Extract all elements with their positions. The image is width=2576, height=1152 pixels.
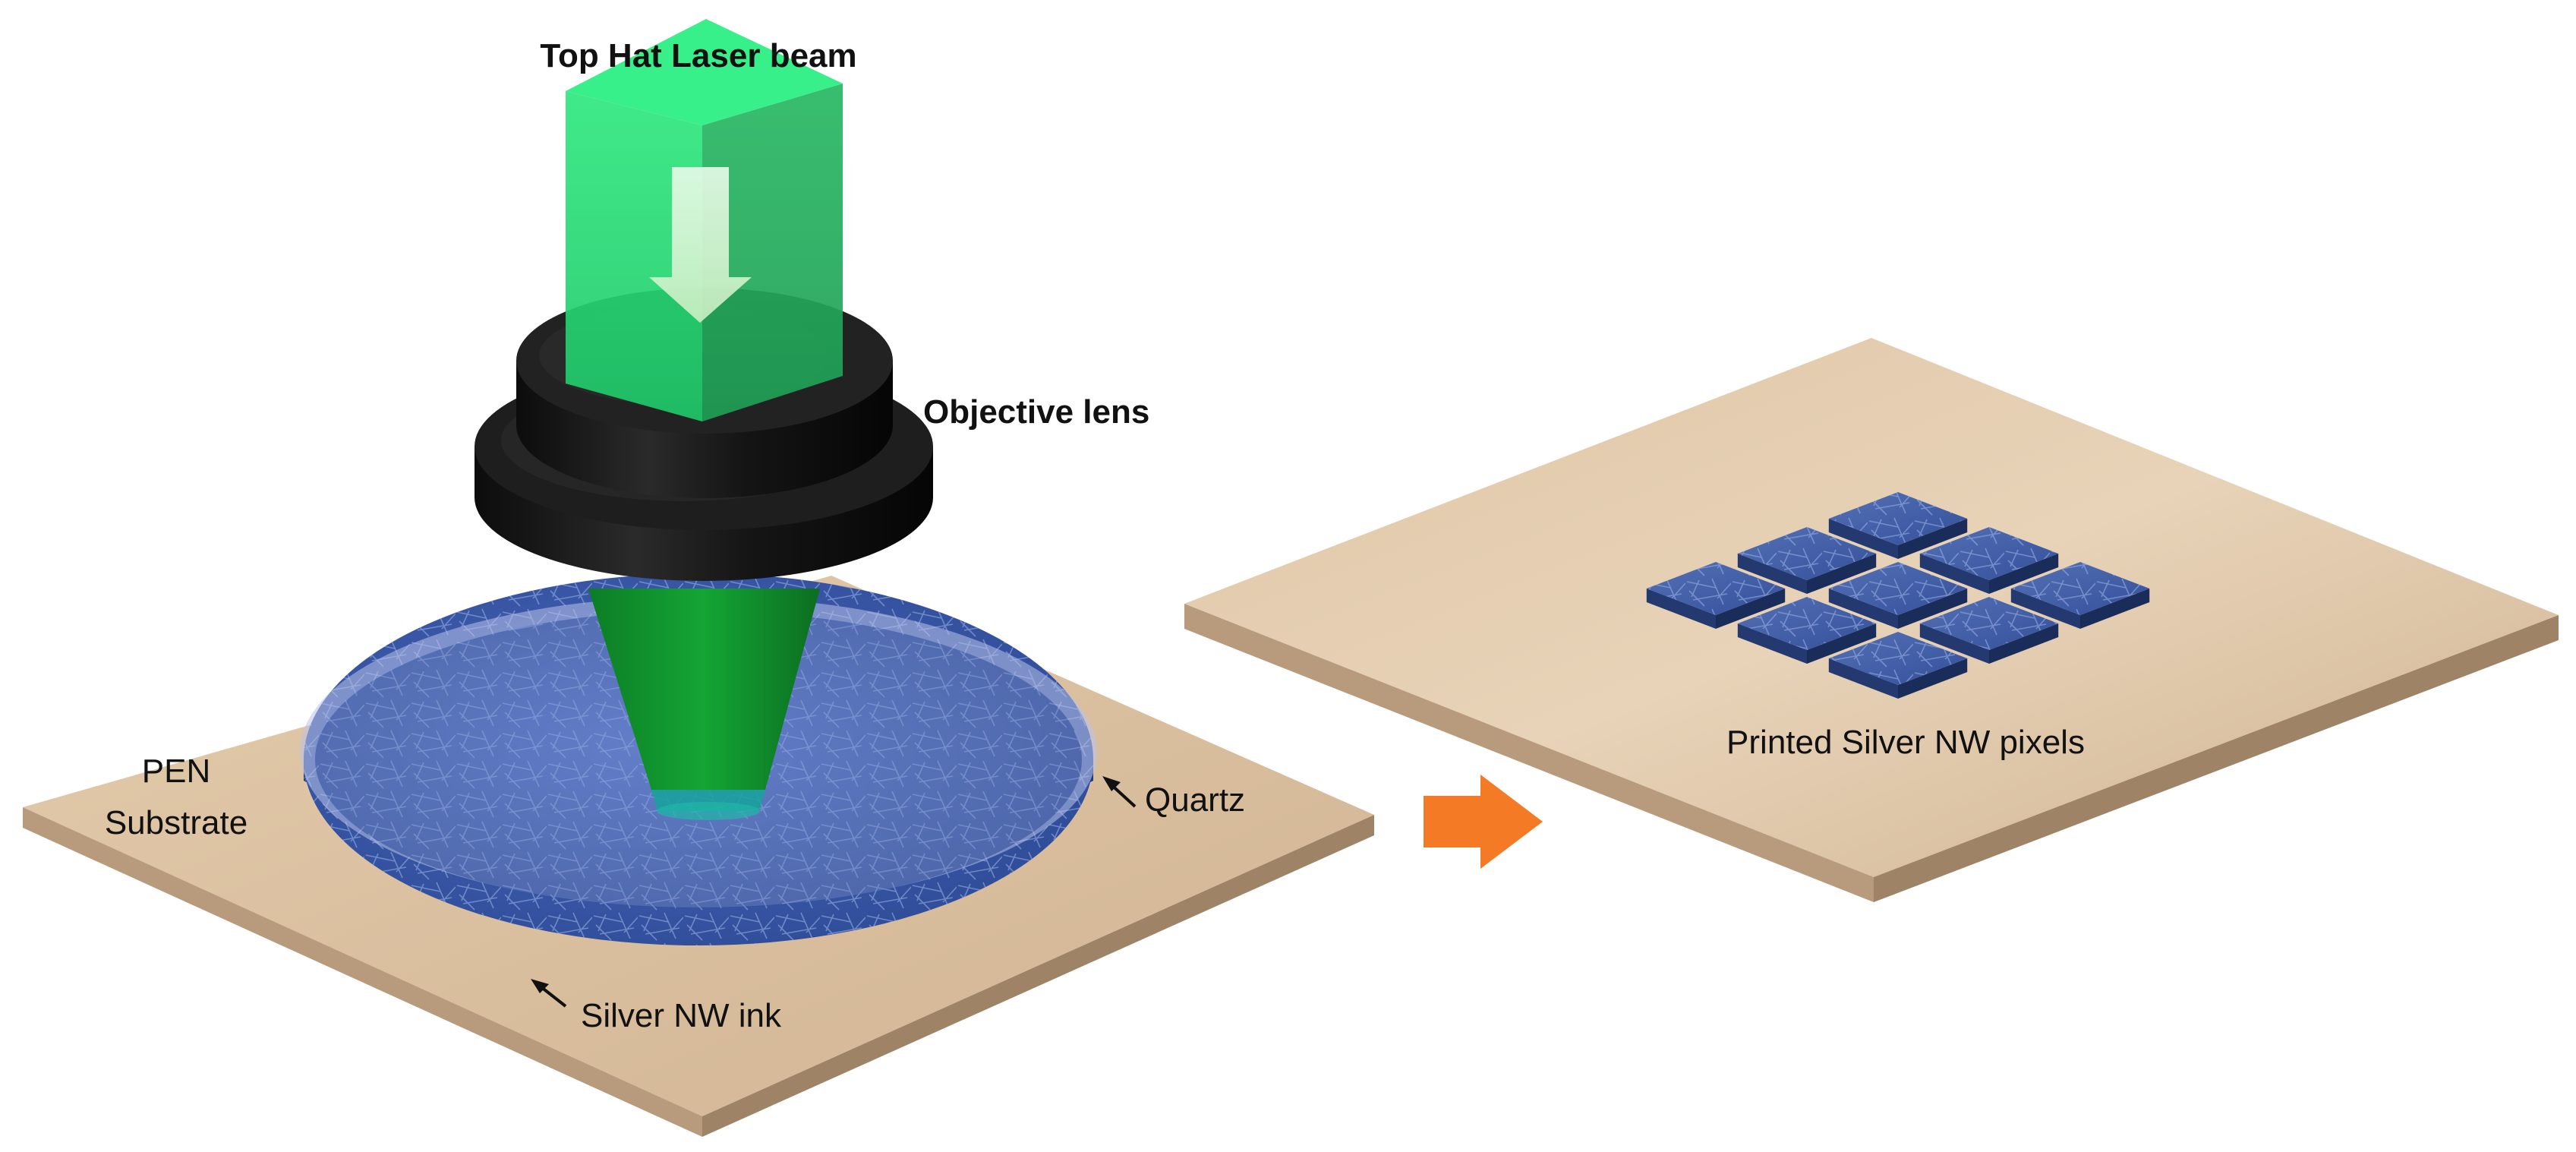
pixel-side-right: [1898, 519, 1968, 559]
right-pen-substrate: [1184, 338, 2559, 902]
pixel-side-left: [1828, 589, 1898, 629]
laser-beam-label: Top Hat Laser beam: [540, 37, 856, 74]
printed-pixel-grid: [1646, 492, 2150, 699]
printed-pixels-label: Printed Silver NW pixels: [1726, 724, 2085, 761]
printed-pixel: [1737, 597, 1877, 664]
quartz-label: Quartz: [1145, 781, 1245, 819]
pixel-nanowire-texture: [1737, 597, 1877, 650]
printed-pixel: [1828, 492, 1968, 559]
left-substrate-right-edge: [702, 815, 1374, 1137]
pixel-side-left: [1828, 519, 1898, 559]
focused-laser-cone: [588, 589, 820, 820]
pixel-side-left: [1828, 658, 1898, 699]
laser-spot-base: [657, 802, 760, 820]
pixel-nanowire-texture: [2010, 562, 2150, 615]
pixel-nanowire-texture: [1919, 597, 2059, 650]
pixel-nanowire-texture: [1919, 527, 2059, 580]
pixel-side-left: [1737, 623, 1807, 664]
printed-pixel: [1919, 597, 2059, 664]
printed-pixel: [1737, 527, 1877, 594]
pixel-side-left: [1646, 589, 1716, 629]
printed-pixel: [2010, 562, 2150, 629]
silver-ink-label: Silver NW ink: [581, 997, 782, 1034]
left-substrate-left-edge: [23, 807, 702, 1137]
silver-ink-pointer: [531, 979, 567, 1008]
pixel-nanowire-texture: [1737, 527, 1877, 580]
pixel-side-right: [1716, 589, 1786, 629]
pixel-side-right: [1989, 554, 2059, 594]
top-hat-laser-beam: [566, 19, 843, 421]
pixel-side-right: [1989, 623, 2059, 664]
pen-label-line1: PEN: [142, 753, 210, 790]
laser-cone-body: [588, 589, 820, 790]
pixel-side-left: [1919, 554, 1989, 594]
quartz-pointer: [1102, 776, 1137, 808]
beam-arrow: [649, 167, 752, 323]
beam-right-face: [702, 84, 843, 421]
pixel-nanowire-texture: [1828, 562, 1968, 615]
pixel-side-left: [1919, 623, 1989, 664]
pixel-side-right: [1807, 554, 1877, 594]
printed-pixel: [1828, 562, 1968, 629]
pen-label-line2: Substrate: [105, 804, 248, 841]
pixel-side-right: [1807, 623, 1877, 664]
process-arrow: [1424, 775, 1543, 869]
pixel-side-left: [2010, 589, 2080, 629]
printed-pixel: [1646, 562, 1786, 629]
beam-top-face: [566, 19, 843, 125]
printed-pixel: [1919, 527, 2059, 594]
printed-pixel: [1828, 632, 1968, 699]
pixel-side-right: [2080, 589, 2150, 629]
beam-left-face: [566, 91, 702, 421]
right-substrate-right-edge: [1874, 615, 2559, 902]
pixel-nanowire-texture: [1828, 492, 1968, 545]
pixel-side-left: [1737, 554, 1807, 594]
right-substrate-left-edge: [1184, 604, 1874, 902]
pixel-side-right: [1898, 658, 1968, 699]
pixel-nanowire-texture: [1828, 632, 1968, 685]
objective-lens-label: Objective lens: [923, 393, 1149, 431]
pixel-nanowire-texture: [1646, 562, 1786, 615]
pixel-side-right: [1898, 589, 1968, 629]
